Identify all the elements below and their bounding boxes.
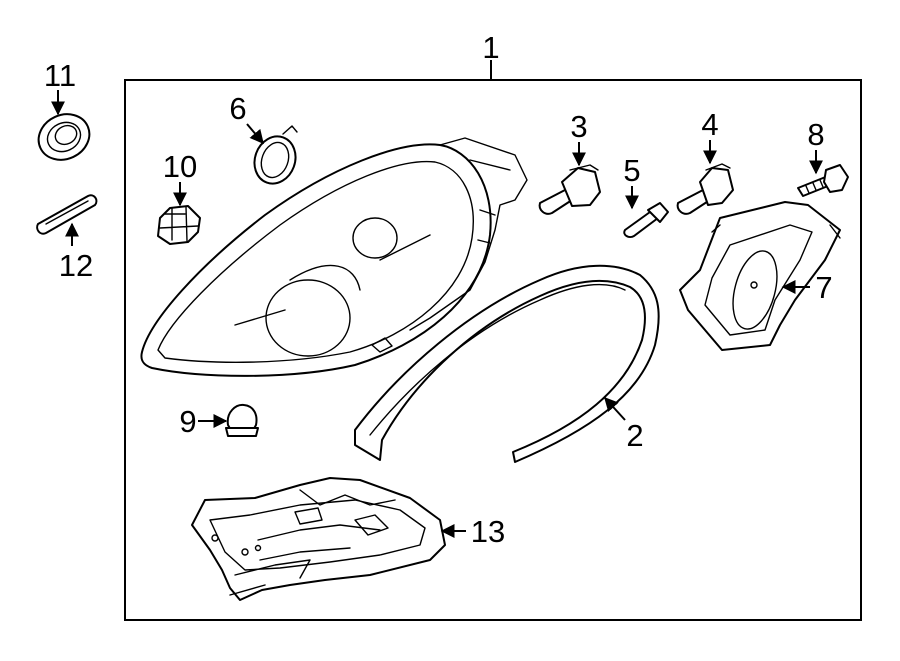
- callout-9: 9: [179, 404, 196, 439]
- callout-8: 8: [807, 117, 824, 152]
- callout-7: 7: [815, 270, 832, 305]
- callout-3: 3: [570, 109, 587, 144]
- rear-cover-7: [679, 201, 841, 351]
- callout-1: 1: [482, 30, 499, 65]
- callout-6: 6: [229, 91, 246, 126]
- headlamp-gasket: [354, 264, 660, 463]
- callout-11: 11: [44, 58, 76, 93]
- callout-2: 2: [626, 418, 643, 453]
- callout-6-leader: [246, 123, 264, 145]
- headlamp-housing: [140, 137, 528, 377]
- socket-ring-6: [253, 125, 298, 185]
- grommet-9: [225, 403, 259, 437]
- callout-4: 4: [701, 107, 718, 142]
- assembly-frame: [124, 79, 862, 621]
- callout-13: 13: [471, 514, 505, 549]
- screw-8: [797, 164, 849, 197]
- retainer-clip-10: [157, 205, 201, 245]
- bulb-5: [623, 202, 669, 239]
- grommet-ring-11: [37, 113, 91, 161]
- callout-10: 10: [163, 149, 197, 184]
- bulb-4: [676, 163, 734, 215]
- lower-bracket-13: [191, 477, 446, 601]
- callout-12: 12: [59, 248, 93, 283]
- bulb-3: [538, 164, 601, 215]
- small-plate-12: [36, 194, 98, 235]
- callout-2-leader: [604, 396, 626, 421]
- callout-5: 5: [623, 153, 640, 188]
